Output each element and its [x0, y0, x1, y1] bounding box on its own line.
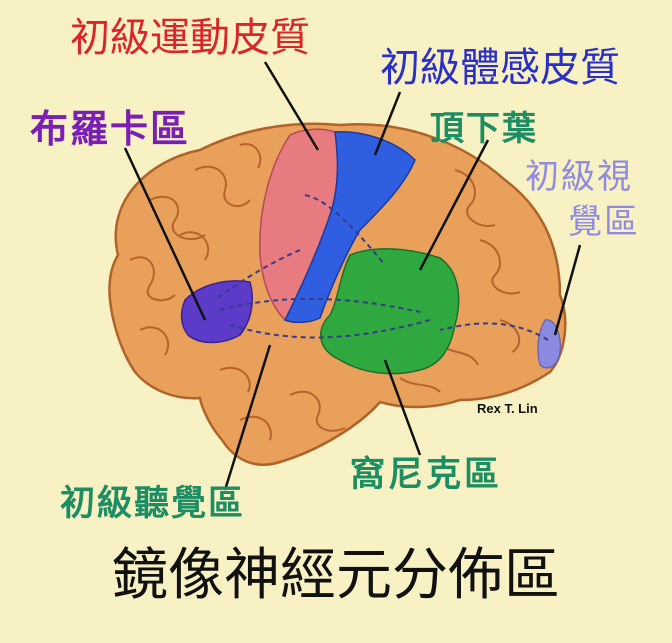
- label-wernicke-area: 窩尼克區: [350, 458, 502, 493]
- label-primary-motor-cortex: 初級運動皮質: [70, 18, 310, 58]
- label-inferior-parietal-lobe: 頂下葉: [430, 112, 538, 146]
- label-broca-area: 布羅卡區: [30, 110, 190, 148]
- label-primary-somatosensory-cortex: 初級體感皮質: [380, 48, 620, 88]
- diagram-title: 鏡像神經元分佈區: [0, 548, 672, 604]
- label-primary-visual-cortex-line1: 初級視: [525, 160, 633, 194]
- label-primary-auditory-cortex: 初級聽覺區: [60, 487, 245, 522]
- label-primary-visual-cortex-line2: 覺區: [568, 205, 640, 239]
- author-credit: Rex T. Lin: [477, 402, 538, 415]
